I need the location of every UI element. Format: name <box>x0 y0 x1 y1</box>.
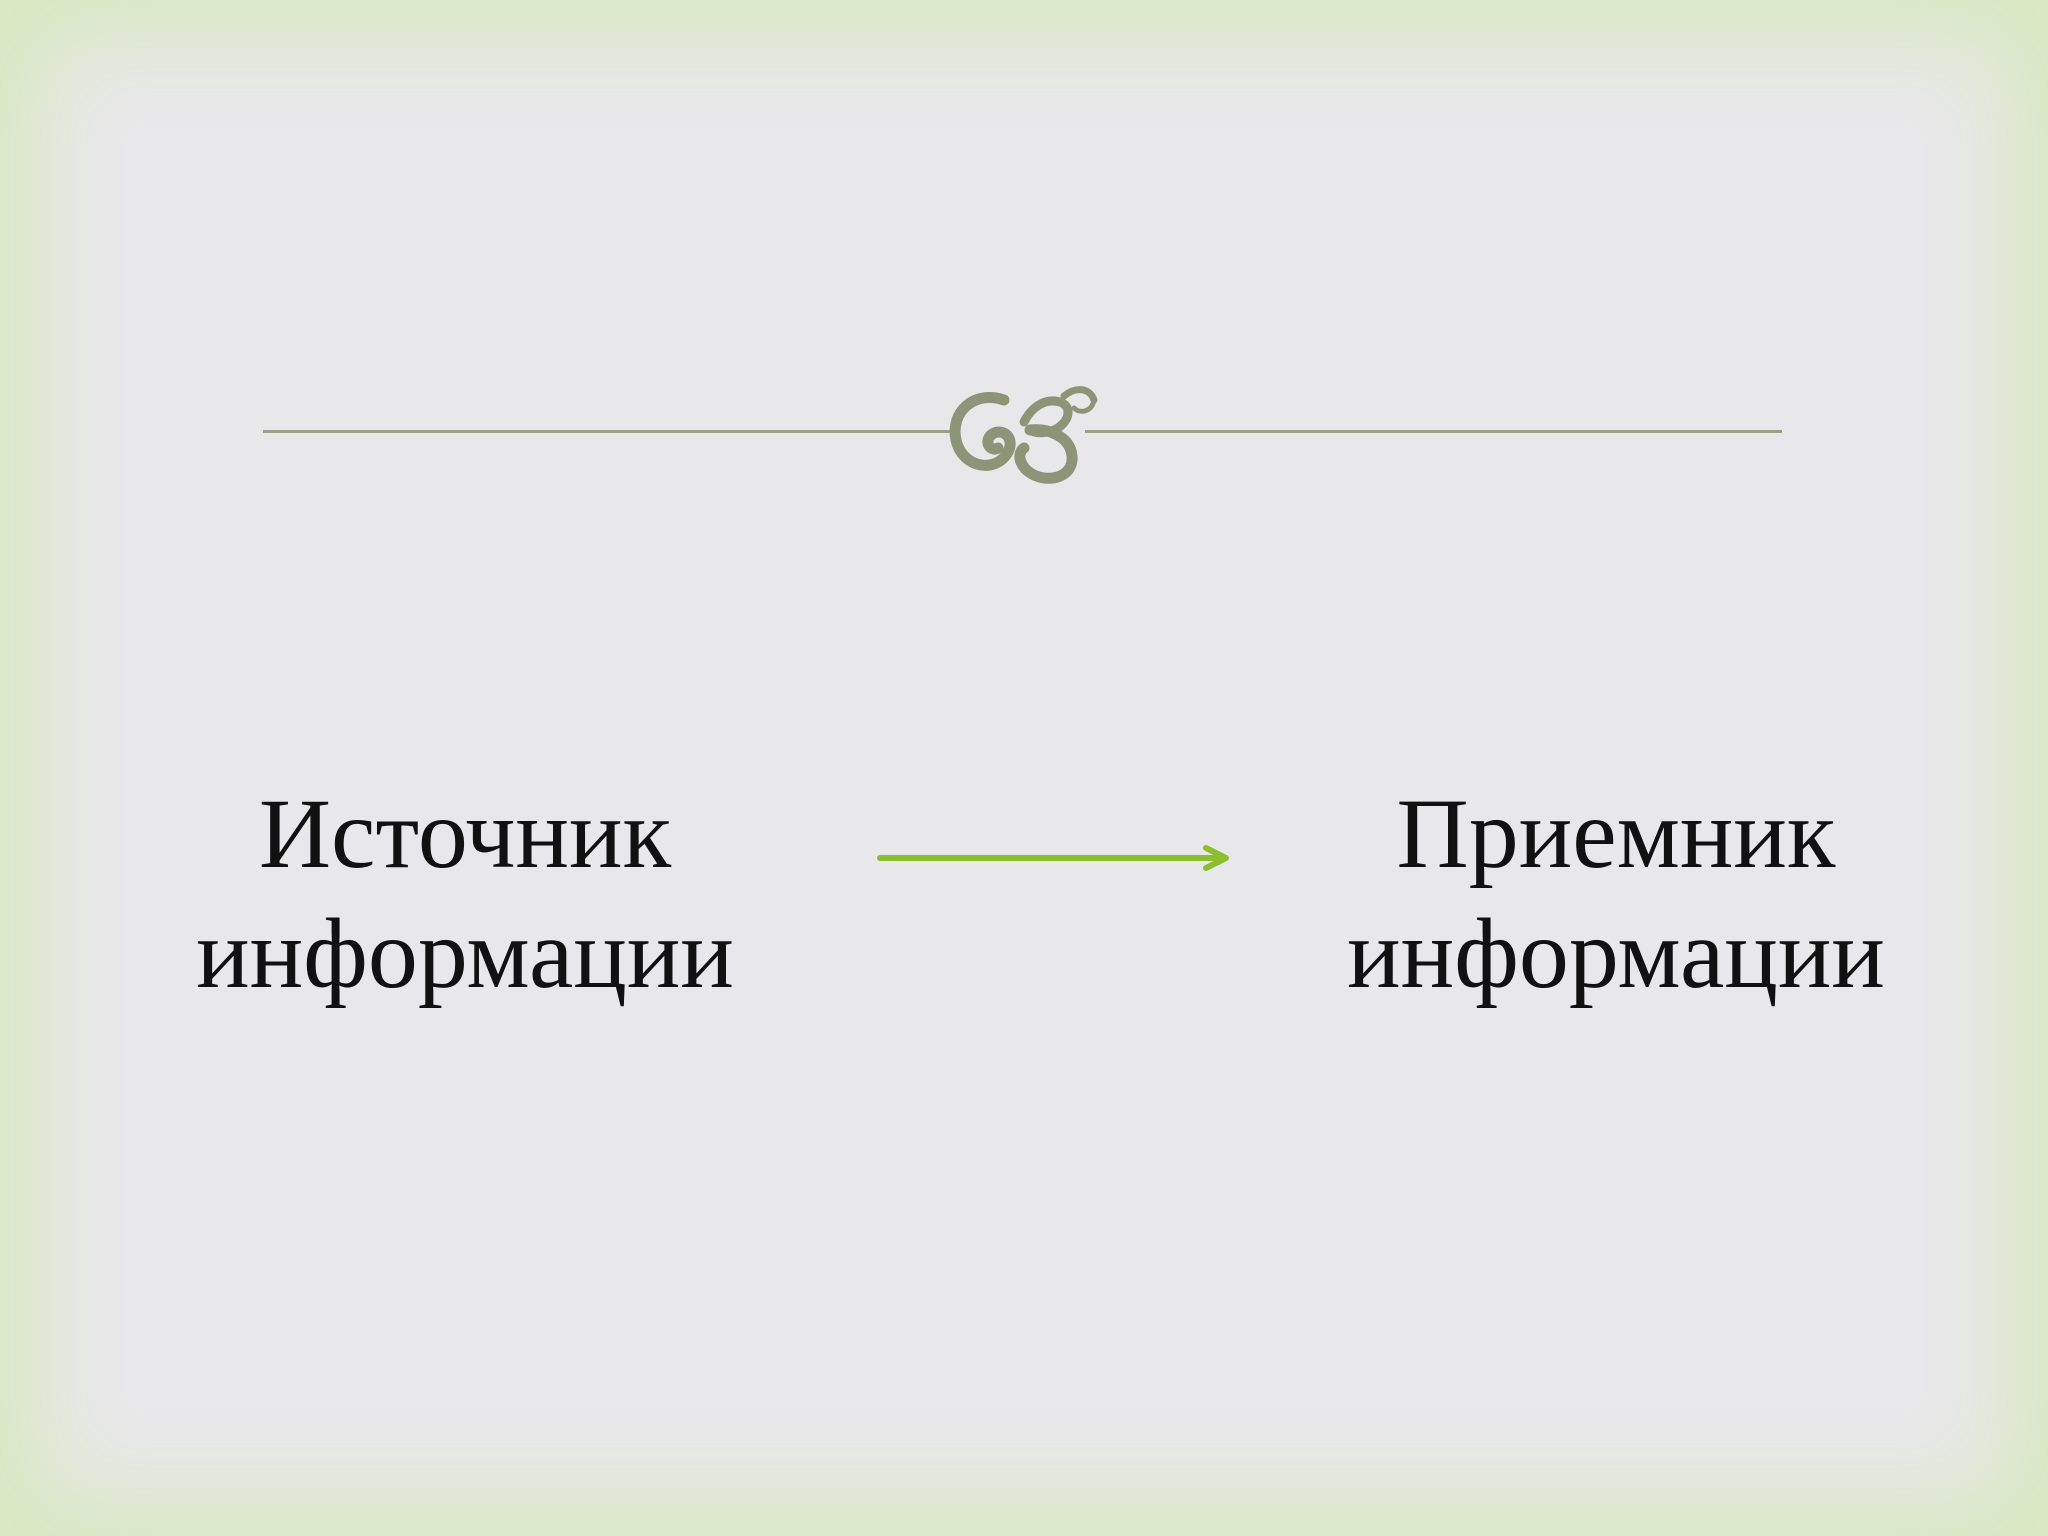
ornament-flourish-icon <box>949 386 1098 484</box>
source-label-line1: Источник <box>258 778 672 889</box>
right-arrow-icon <box>877 845 1229 871</box>
receiver-label: Приемник информации <box>1316 774 1916 1014</box>
divider-line-left <box>263 430 955 433</box>
receiver-label-line2: информации <box>1347 898 1885 1009</box>
source-label-line2: информации <box>196 898 734 1009</box>
source-label: Источник информации <box>170 774 760 1014</box>
divider-line-right <box>1085 430 1782 433</box>
receiver-label-line1: Приемник <box>1396 778 1836 889</box>
